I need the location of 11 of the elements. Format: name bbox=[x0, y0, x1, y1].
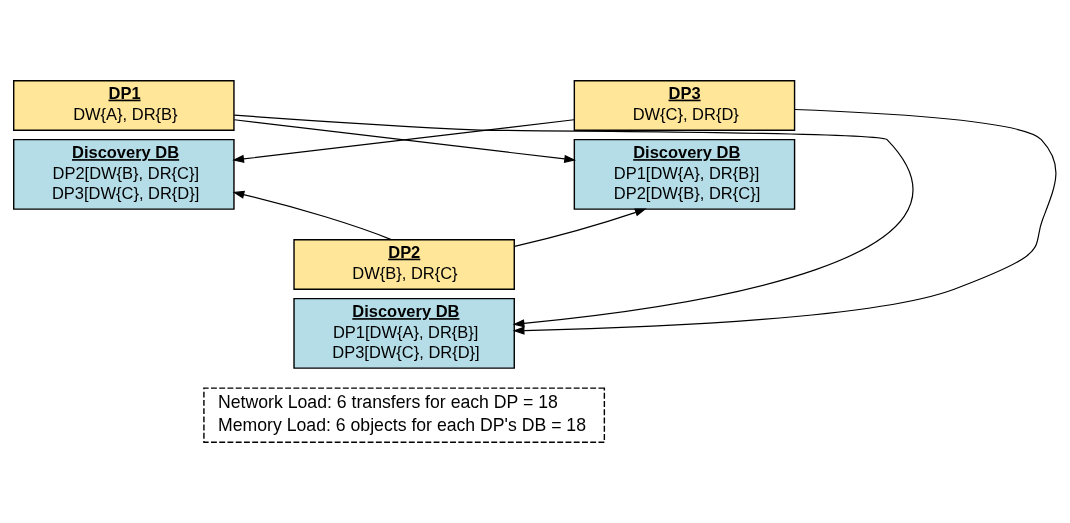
node-box: DP3 DW{C}, DR{D} bbox=[573, 80, 796, 131]
node-box: DP2 DW{B}, DR{C} bbox=[293, 239, 515, 290]
node-box: Network Load: 6 transfers for each DP = 18 Memory Load: 6 objects for each DP's DB = 18 bbox=[203, 387, 606, 443]
arrow bbox=[232, 190, 392, 241]
arrow bbox=[512, 108, 1057, 335]
arrow bbox=[233, 114, 914, 328]
node-box: DP1 DW{A}, DR{B} bbox=[13, 80, 235, 131]
node-box: Discovery DB DP2[DW{B}, DR{C}] DP3[DW{C}, DR{D}] bbox=[13, 138, 235, 210]
arrow bbox=[514, 208, 647, 247]
node-box: Discovery DB DP1[DW{A}, DR{B}] DP2[DW{B}, DR{C}] bbox=[573, 138, 796, 210]
node-box: Discovery DB DP1[DW{A}, DR{B}] DP3[DW{C}, DR{D}] bbox=[293, 297, 515, 369]
